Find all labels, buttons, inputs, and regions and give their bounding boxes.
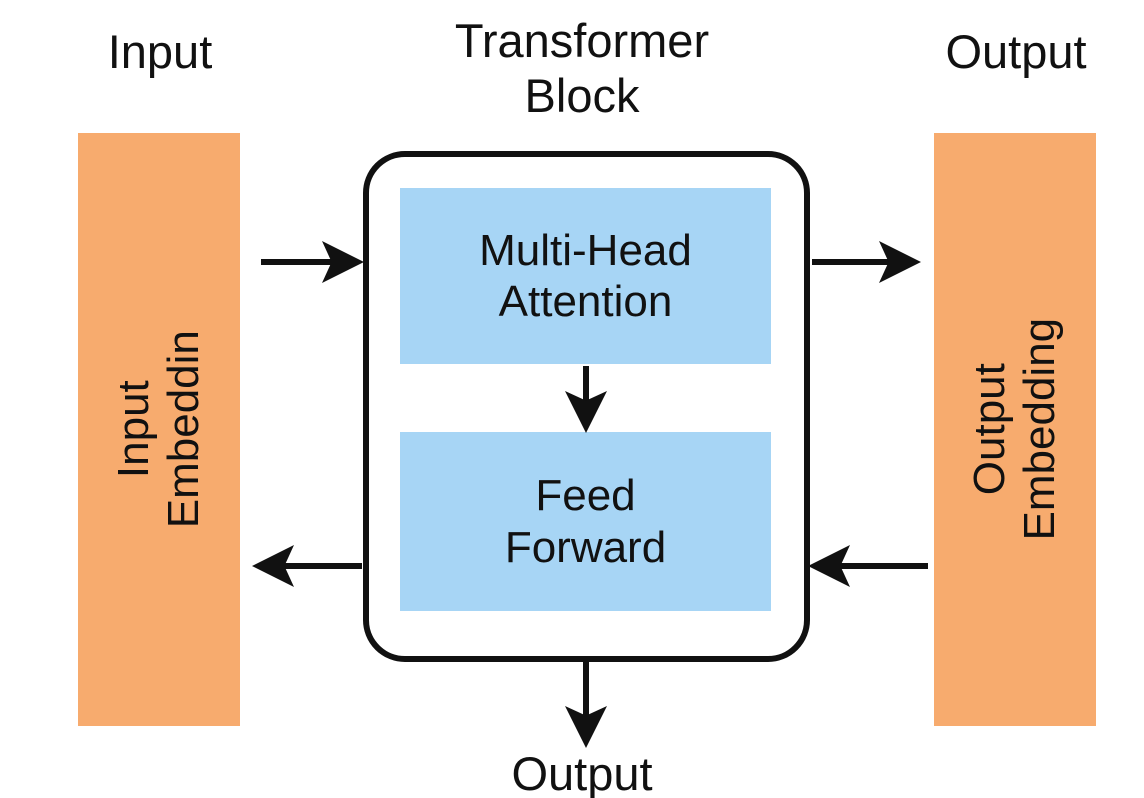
output-embedding-box: Output Embedding	[934, 133, 1096, 726]
input-caption: Input	[107, 25, 213, 78]
output-caption-bottom: Output	[511, 747, 653, 798]
feed-forward-box: Feed Forward	[400, 432, 771, 611]
input-embedding-label: Input Embeddin	[108, 330, 209, 529]
output-caption-top: Output	[945, 25, 1087, 78]
multi-head-attention-box: Multi-Head Attention	[400, 188, 771, 364]
diagram-title: Transformer Block	[454, 14, 710, 122]
input-embedding-box: Input Embeddin	[78, 133, 240, 726]
output-embedding-label: Output Embedding	[964, 318, 1065, 541]
